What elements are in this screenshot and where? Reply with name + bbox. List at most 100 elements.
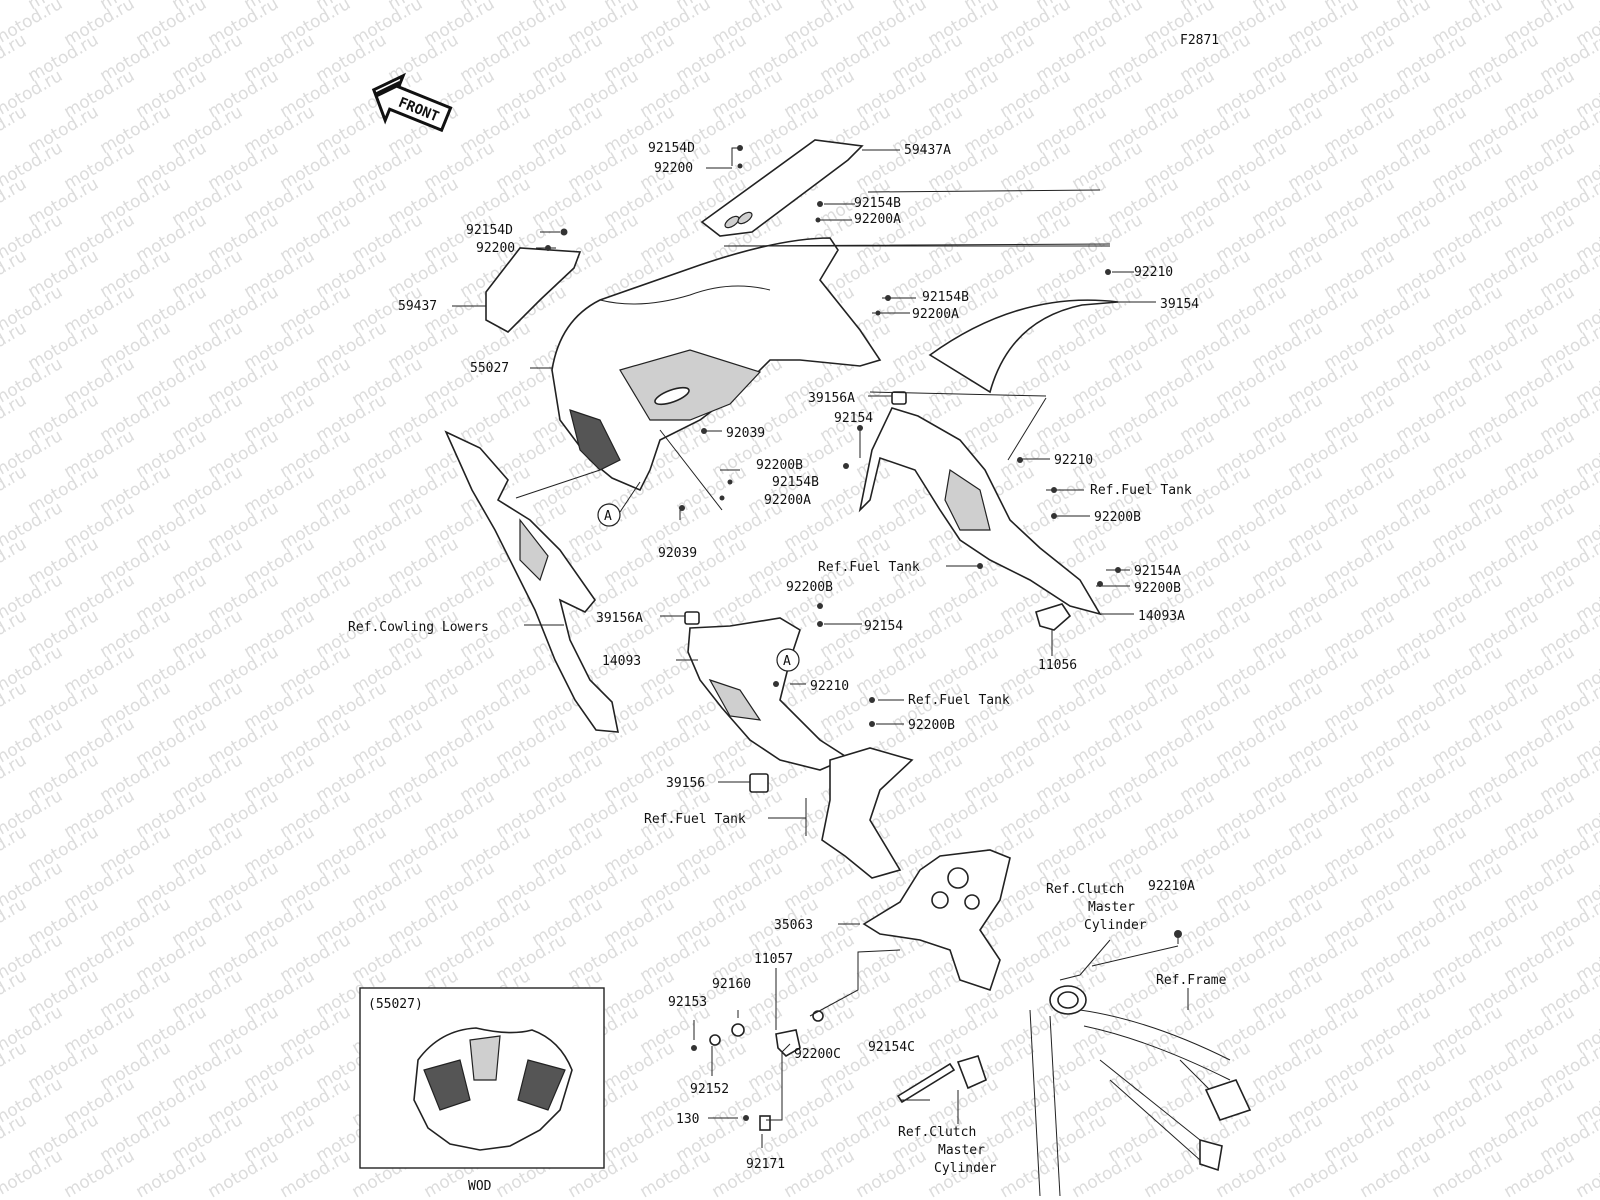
label-92200C: 92200C <box>794 1047 841 1062</box>
watermark-text: motod.ru <box>0 102 30 158</box>
label-11057: 11057 <box>754 952 793 967</box>
callout-a-left: A <box>597 503 621 527</box>
clamp-11057 <box>775 1029 801 1057</box>
label-ref-fuel-tank-4: Ref.Fuel Tank <box>644 812 746 827</box>
inset-title: (55027) <box>368 997 423 1012</box>
label-14093A: 14093A <box>1138 609 1185 624</box>
damper-39156A-top <box>891 391 907 405</box>
watermark-text: motod.ru <box>0 318 30 374</box>
leader-lines <box>452 147 1189 1148</box>
label-ref-clutch-2-line1: Ref.Clutch <box>898 1125 976 1140</box>
stay-35063 <box>862 849 1011 992</box>
label-59437A: 59437A <box>904 143 951 158</box>
watermark-text: motod.ru <box>1573 1146 1600 1200</box>
label-11056: 11056 <box>1038 658 1077 673</box>
label-92210-top: 92210 <box>1134 265 1173 280</box>
label-92160: 92160 <box>712 977 751 992</box>
label-92200-left: 92200 <box>476 241 515 256</box>
washer-92160 <box>731 1023 745 1037</box>
label-ref-fuel-tank-3: Ref.Fuel Tank <box>908 693 1010 708</box>
watermark-text: motod.ru <box>0 678 30 734</box>
label-ref-fuel-tank-2: Ref.Fuel Tank <box>818 560 920 575</box>
label-92200B-mid: 92200B <box>756 458 803 473</box>
label-92210-low: 92210 <box>810 679 849 694</box>
label-ref-fuel-tank-1: Ref.Fuel Tank <box>1090 483 1192 498</box>
watermark-text: motod.ru <box>0 750 30 806</box>
label-92200B-low: 92200B <box>908 718 955 733</box>
label-39156A-top: 39156A <box>808 391 855 406</box>
label-92154D-top: 92154D <box>648 141 695 156</box>
svg-text:A: A <box>783 654 791 669</box>
label-ref-cowling-lowers: Ref.Cowling Lowers <box>348 620 489 635</box>
label-92210-mid: 92210 <box>1054 453 1093 468</box>
label-92154C: 92154C <box>868 1040 915 1055</box>
damper-39156A-low <box>684 611 700 625</box>
side-bracket <box>821 747 914 879</box>
label-92200-top: 92200 <box>654 161 693 176</box>
label-92154D-left: 92154D <box>466 223 513 238</box>
label-55027: 55027 <box>470 361 509 376</box>
label-39154: 39154 <box>1160 297 1199 312</box>
front-arrow-icon: FRONT <box>371 72 453 133</box>
watermark-text: motod.ru <box>0 390 30 446</box>
label-130: 130 <box>676 1112 699 1127</box>
label-ref-clutch-2-line2: Master <box>938 1143 985 1158</box>
watermark-text: motod.ru <box>0 30 30 86</box>
inset-caption: WOD <box>468 1179 492 1194</box>
watermark-text: motod.ru <box>0 1110 30 1166</box>
label-92200A-mid: 92200A <box>912 307 959 322</box>
label-92200B-center: 92200B <box>786 580 833 595</box>
label-92154B-mid: 92154B <box>922 290 969 305</box>
label-39156A-low: 39156A <box>596 611 643 626</box>
label-92154-low: 92154 <box>864 619 903 634</box>
washer-92200C <box>812 1010 824 1022</box>
label-92200B-right: 92200B <box>1094 510 1141 525</box>
label-14093: 14093 <box>602 654 641 669</box>
watermark-text: motod.ru <box>0 894 30 950</box>
part-labels: 92154D 92200 59437A 92154B 92200A 92154D… <box>348 141 1227 1176</box>
bracket-11056 <box>1035 603 1072 631</box>
figure-code: F2871 <box>1180 33 1219 48</box>
fastener-dots <box>545 145 1182 1121</box>
watermark-text: motod.ru <box>0 462 30 518</box>
label-92154-top: 92154 <box>834 411 873 426</box>
label-92210A: 92210A <box>1148 879 1195 894</box>
watermark-text: motod.ru <box>0 246 30 302</box>
label-92152: 92152 <box>690 1082 729 1097</box>
watermark-text: motod.ru <box>0 1038 30 1094</box>
watermark-text: motod.ru <box>0 606 30 662</box>
label-92154B-top: 92154B <box>854 196 901 211</box>
watermark-text: motod.ru <box>0 534 30 590</box>
side-cover-59437 <box>485 247 582 333</box>
label-92200A-top: 92200A <box>854 212 901 227</box>
watermark-text: motod.ru <box>0 822 30 878</box>
label-92039-mid: 92039 <box>726 426 765 441</box>
label-ref-clutch-1-line1: Ref.Clutch <box>1046 882 1124 897</box>
label-ref-clutch-1-line3: Cylinder <box>1084 918 1147 933</box>
watermark-text: motod.ru <box>0 174 30 230</box>
label-ref-clutch-1-line2: Master <box>1088 900 1135 915</box>
clutch-master-bracket <box>956 1055 987 1090</box>
label-ref-clutch-2-line3: Cylinder <box>934 1161 997 1176</box>
callout-a-center: A <box>776 648 800 672</box>
label-35063: 35063 <box>774 918 813 933</box>
collar-92171 <box>759 1115 771 1131</box>
inset-55027: (55027) WOD <box>359 987 605 1194</box>
nut-92152 <box>709 1034 721 1046</box>
svg-text:A: A <box>604 509 612 524</box>
label-92154A: 92154A <box>1134 564 1181 579</box>
screen-cover-59437A <box>700 139 864 237</box>
frame <box>1029 985 1252 1197</box>
damper-39156 <box>749 773 769 793</box>
label-92039-low: 92039 <box>658 546 697 561</box>
side-fairing-left <box>444 430 619 733</box>
label-92200A-low: 92200A <box>764 493 811 508</box>
label-92200B-right2: 92200B <box>1134 581 1181 596</box>
watermark-text: motod.ru <box>0 966 30 1022</box>
label-92154B-low: 92154B <box>772 475 819 490</box>
label-39156: 39156 <box>666 776 705 791</box>
label-59437: 59437 <box>398 299 437 314</box>
label-92153: 92153 <box>668 995 707 1010</box>
label-ref-frame: Ref.Frame <box>1156 973 1227 988</box>
